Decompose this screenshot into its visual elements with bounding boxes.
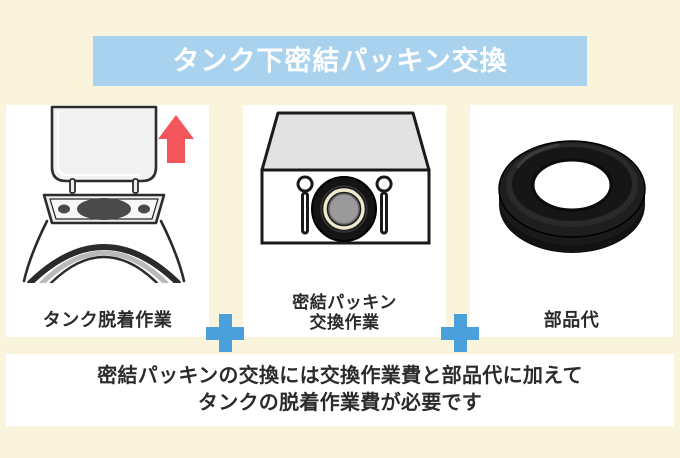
- summary-note: 密結パッキンの交換には交換作業費と部品代に加えて タンクの脱着作業費が必要です: [6, 354, 674, 426]
- toilet-tank-lift-icon: [6, 105, 209, 283]
- panel-tank-removal: タンク脱着作業: [6, 105, 209, 337]
- panel-label-tank-removal: タンク脱着作業: [6, 310, 209, 331]
- panel-label-gasket-replacement: 密結パッキン 交換作業: [243, 293, 446, 333]
- panel-label-line: 密結パッキン: [292, 292, 397, 312]
- panel-gasket-replacement: 密結パッキン 交換作業: [243, 105, 446, 337]
- summary-note-line: タンクの脱着作業費が必要です: [197, 392, 483, 414]
- plus-icon-vertical-bar: [454, 314, 467, 352]
- plus-icon-vertical-bar: [219, 314, 232, 352]
- rubber-gasket-ring-icon: [470, 105, 673, 283]
- panel-label-line: 部品代: [543, 309, 600, 330]
- plus-icon: [441, 314, 479, 352]
- panel-label-line: タンク脱着作業: [42, 309, 173, 330]
- plus-icon: [206, 314, 244, 352]
- panel-label-parts-cost: 部品代: [470, 310, 673, 331]
- tank-underside-gasket-icon: [243, 105, 446, 283]
- panel-label-line: 交換作業: [309, 312, 380, 332]
- summary-note-line: 密結パッキンの交換には交換作業費と部品代に加えて: [97, 365, 583, 387]
- title-banner: タンク下密結パッキン交換: [93, 36, 587, 86]
- panels-row: タンク脱着作業: [0, 105, 680, 352]
- panel-parts-cost: 部品代: [470, 105, 673, 337]
- title-text: タンク下密結パッキン交換: [172, 45, 508, 76]
